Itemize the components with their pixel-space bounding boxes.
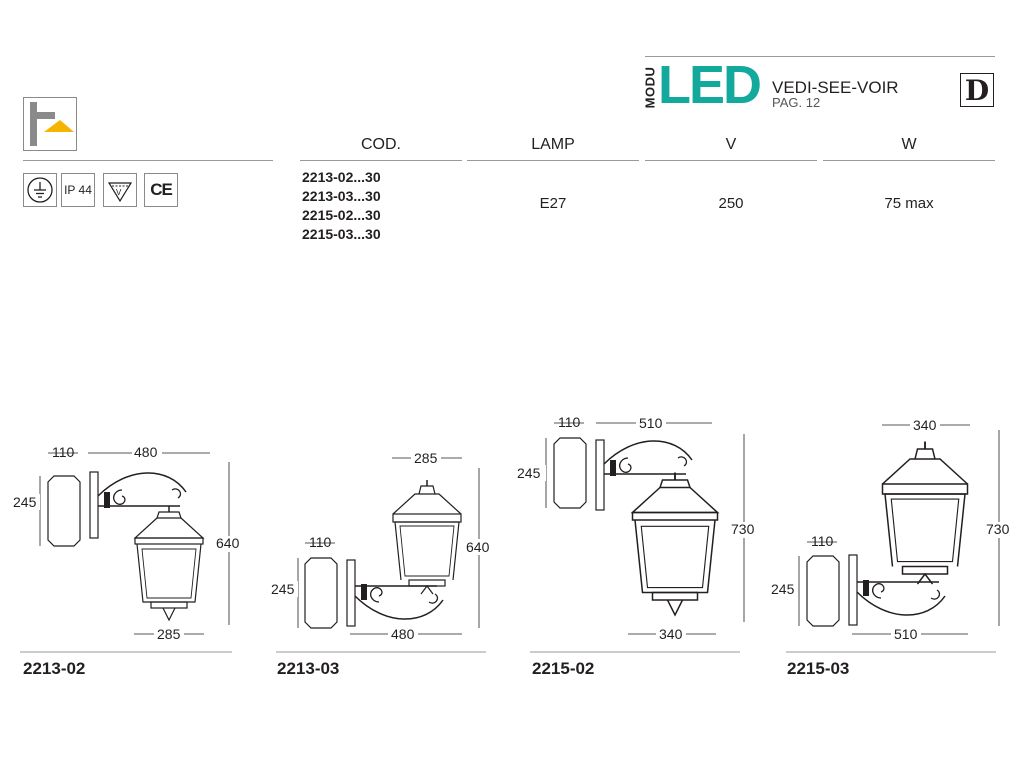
dim-plate-height: 245 bbox=[271, 581, 295, 597]
no-cover-icon: V bbox=[103, 173, 137, 207]
dim-width: 340 bbox=[659, 626, 683, 642]
product-label-2215-02: 2215-02 bbox=[532, 659, 595, 678]
code-item: 2215-02...30 bbox=[302, 207, 381, 223]
table-rule-cod bbox=[300, 160, 462, 161]
category-badge: D bbox=[960, 73, 994, 107]
page-reference: PAG. 12 bbox=[772, 95, 821, 110]
dim-plate-width: 110 bbox=[811, 533, 834, 549]
dim-plate-height: 245 bbox=[517, 465, 541, 481]
dim-plate-height: 245 bbox=[13, 494, 37, 510]
icons-rule bbox=[23, 160, 273, 161]
product-label-2213-02: 2213-02 bbox=[23, 659, 86, 678]
dim-height: 730 bbox=[731, 521, 755, 537]
code-item: 2215-03...30 bbox=[302, 226, 381, 242]
ip-rating-text: IP 44 bbox=[64, 183, 92, 197]
wattage-value: 75 max bbox=[884, 195, 934, 212]
product-drawing-2213-02: 110 480 245 640 285 bbox=[10, 444, 244, 653]
product-drawing-2215-03: 110 340 245 730 510 bbox=[768, 417, 1016, 653]
see-reference: VEDI-SEE-VOIR bbox=[772, 78, 899, 97]
table-rule-v bbox=[645, 160, 817, 161]
dim-width: 285 bbox=[414, 450, 438, 466]
earth-ground-icon bbox=[23, 173, 57, 207]
dim-plate-width: 110 bbox=[309, 534, 332, 550]
ip-rating-icon: IP 44 bbox=[61, 173, 95, 207]
table-rule-w bbox=[823, 160, 995, 161]
svg-text:V: V bbox=[116, 188, 122, 197]
dim-height: 730 bbox=[986, 521, 1010, 537]
product-label-2215-03: 2215-03 bbox=[787, 659, 850, 678]
brand-small: MODU bbox=[642, 66, 658, 109]
product-label-2213-03: 2213-03 bbox=[277, 659, 340, 678]
header-lamp: LAMP bbox=[531, 136, 575, 153]
code-item: 2213-03...30 bbox=[302, 188, 381, 204]
lamp-value: E27 bbox=[539, 195, 567, 212]
product-drawing-2215-02: 110 510 245 730 340 bbox=[514, 414, 759, 653]
voltage-value: 250 bbox=[718, 195, 744, 212]
code-item: 2213-02...30 bbox=[302, 169, 381, 185]
ce-mark-text: CE bbox=[150, 180, 173, 199]
dim-arm-length: 480 bbox=[391, 626, 415, 642]
mounting-icon bbox=[23, 97, 77, 151]
dim-arm-length: 510 bbox=[639, 415, 663, 431]
brand-big: LED bbox=[658, 55, 762, 115]
product-drawing-2213-03: 110 285 245 640 480 bbox=[268, 450, 494, 653]
dim-arm-length: 510 bbox=[894, 626, 918, 642]
header-rule bbox=[645, 56, 995, 57]
header-w: W bbox=[901, 136, 917, 153]
ce-mark-icon: CE bbox=[144, 173, 178, 207]
dim-width: 340 bbox=[913, 417, 937, 433]
technical-drawings: 110 480 245 640 285 110 285 245 640 480 bbox=[10, 414, 1016, 653]
dim-height: 640 bbox=[466, 539, 490, 555]
header-cod: COD. bbox=[361, 136, 401, 153]
table-rule-lamp bbox=[467, 160, 639, 161]
dim-arm-length: 480 bbox=[134, 444, 158, 460]
dim-plate-height: 245 bbox=[771, 581, 795, 597]
header-v: V bbox=[725, 136, 737, 153]
code-list: 2213-02...30 2213-03...30 2215-02...30 2… bbox=[302, 168, 381, 244]
dim-plate-width: 110 bbox=[558, 414, 581, 430]
dim-plate-width: 110 bbox=[52, 444, 75, 460]
dim-height: 640 bbox=[216, 535, 240, 551]
dim-width: 285 bbox=[157, 626, 181, 642]
